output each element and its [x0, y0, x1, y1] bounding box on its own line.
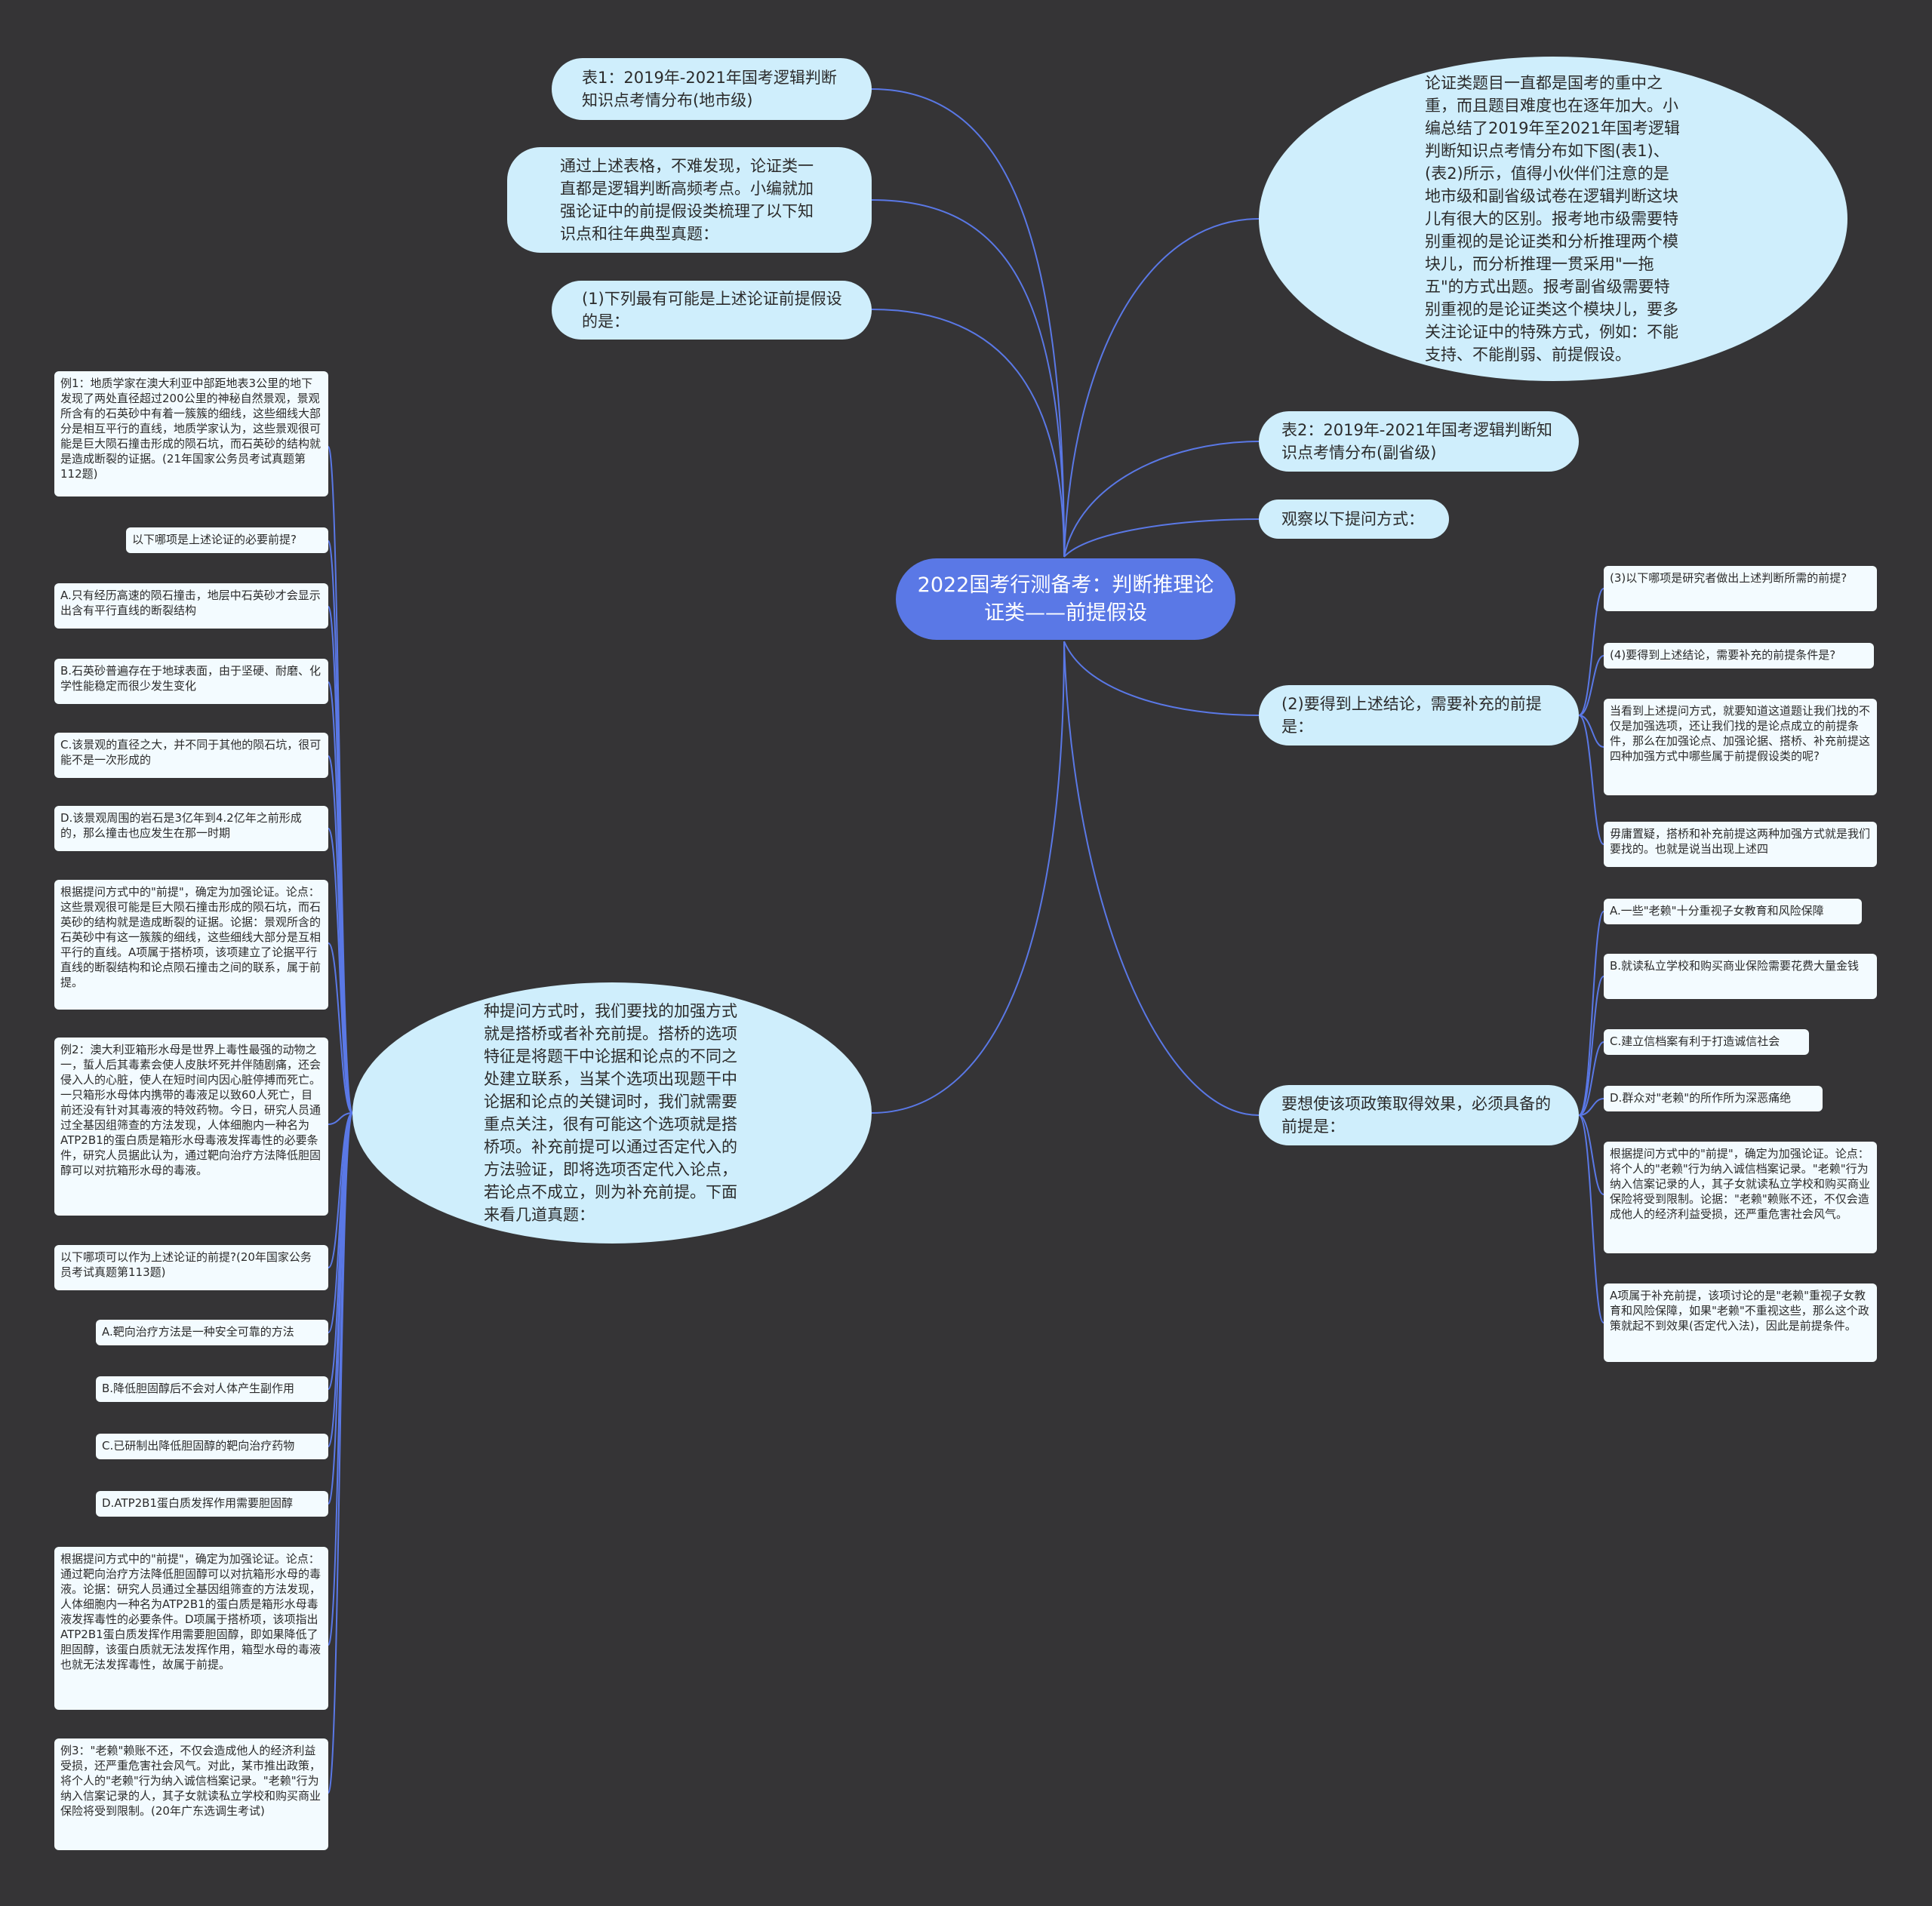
leaf-q3-answer[interactable]: A项属于补充前提，该项讨论的是"老赖"重视子女教育和风险保障，如果"老赖"不重视…	[1604, 1283, 1877, 1362]
link-r4	[1063, 641, 1260, 716]
leaf-example2-option-d[interactable]: D.ATP2B1蛋白质发挥作用需要胆固醇	[96, 1491, 328, 1517]
leaf-ask3[interactable]: (3)以下哪项是研究者做出上述判断所需的前提?	[1604, 566, 1877, 611]
link-t3	[871, 309, 1065, 558]
leaf-example1-option-b[interactable]: B.石英砂普遍存在于地球表面，由于坚硬、耐磨、化学性能稳定而很少发生变化	[54, 659, 328, 704]
topic-summary[interactable]: 通过上述表格，不难发现，论证类一直都是逻辑判断高频考点。小编就加强论证中的前提假…	[507, 147, 872, 253]
leaf-q3-option-b[interactable]: B.就读私立学校和购买商业保险需要花费大量金钱	[1604, 954, 1877, 999]
link-r5	[1063, 641, 1260, 1116]
topic-table2[interactable]: 表2：2019年-2021年国考逻辑判断知识点考情分布(副省级)	[1259, 411, 1579, 472]
leaf-example2-option-c[interactable]: C.已研制出降低胆固醇的靶向治疗药物	[96, 1434, 328, 1459]
leaf-q3-option-d[interactable]: D.群众对"老赖"的所作所为深恶痛绝	[1604, 1086, 1823, 1111]
topic-table1[interactable]: 表1：2019年-2021年国考逻辑判断知识点考情分布(地市级)	[552, 58, 872, 120]
topic-method-text: 种提问方式时，我们要找的加强方式就是搭桥或者补充前提。搭桥的选项特征是将题干中论…	[484, 1002, 737, 1224]
link-r1	[1063, 218, 1260, 558]
topic-question2[interactable]: (2)要得到上述结论，需要补充的前提是：	[1259, 685, 1579, 745]
leaf-example2-question[interactable]: 以下哪项可以作为上述论证的前提?(20年国家公务员考试真题第113题)	[54, 1245, 328, 1290]
leaf-q3-option-c[interactable]: C.建立信档案有利于打造诚信社会	[1604, 1029, 1809, 1055]
leaf-example2[interactable]: 例2：澳大利亚箱形水母是世界上毒性最强的动物之一，蜇人后其毒素会使人皮肤坏死并伴…	[54, 1038, 328, 1216]
links-left-leaves	[328, 446, 353, 1794]
leaf-example2-option-b[interactable]: B.降低胆固醇后不会对人体产生副作用	[96, 1376, 328, 1402]
leaf-example2-option-a[interactable]: A.靶向治疗方法是一种安全可靠的方法	[96, 1320, 328, 1345]
link-t1	[871, 88, 1065, 558]
link-t4	[871, 641, 1065, 1114]
topic-intro-text: 论证类题目一直都是国考的重中之重，而且题目难度也在逐年加大。小编总结了2019年…	[1425, 74, 1680, 364]
leaf-ask4[interactable]: (4)要得到上述结论，需要补充的前提条件是?	[1604, 643, 1874, 669]
leaf-q3-option-a[interactable]: A.一些"老赖"十分重视子女教育和风险保障	[1604, 899, 1862, 924]
link-t2	[871, 199, 1065, 558]
topic-intro[interactable]: 论证类题目一直都是国考的重中之重，而且题目难度也在逐年加大。小编总结了2019年…	[1259, 57, 1847, 381]
leaf-example2-analysis[interactable]: 根据提问方式中的"前提"，确定为加强论证。论点：通过靶向治疗方法降低胆固醇可以对…	[54, 1547, 328, 1710]
root-topic[interactable]: 2022国考行测备考：判断推理论证类——前提假设	[896, 558, 1235, 640]
leaf-q3-analysis[interactable]: 根据提问方式中的"前提"，确定为加强论证。论点：将个人的"老赖"行为纳入诚信档案…	[1604, 1142, 1877, 1253]
leaf-example1-analysis[interactable]: 根据提问方式中的"前提"，确定为加强论证。论点：这些景观很可能是巨大陨石撞击形成…	[54, 880, 328, 1010]
link-r2	[1063, 441, 1260, 558]
leaf-example1-option-d[interactable]: D.该景观周围的岩石是3亿年到4.2亿年之前形成的，那么撞击也应发生在那一时期	[54, 806, 328, 851]
links-right-leaves-a	[1578, 588, 1604, 845]
topic-method[interactable]: 种提问方式时，我们要找的加强方式就是搭桥或者补充前提。搭桥的选项特征是将题干中论…	[352, 982, 872, 1244]
topic-observe[interactable]: 观察以下提问方式：	[1259, 500, 1449, 539]
leaf-example1[interactable]: 例1：地质学家在澳大利亚中部距地表3公里的地下发现了两处直径超过200公里的神秘…	[54, 371, 328, 496]
topic-question1[interactable]: (1)下列最有可能是上述论证前提假设的是：	[552, 281, 872, 340]
leaf-ask-conclusion[interactable]: 毋庸置疑，搭桥和补充前提这两种加强方式就是我们要找的。也就是说当出现上述四	[1604, 822, 1877, 867]
link-r3	[1063, 518, 1260, 558]
leaf-example1-option-c[interactable]: C.该景观的直径之大，并不同于其他的陨石坑，很可能不是一次形成的	[54, 733, 328, 778]
leaf-ask-explain[interactable]: 当看到上述提问方式，就要知道这道题让我们找的不仅是加强选项，还让我们找的是论点成…	[1604, 699, 1877, 795]
leaf-example1-option-a[interactable]: A.只有经历高速的陨石撞击，地层中石英砂才会显示出含有平行直线的断裂结构	[54, 583, 328, 629]
topic-question3[interactable]: 要想使该项政策取得效果，必须具备的前提是：	[1259, 1085, 1579, 1145]
links-right-leaves-b	[1578, 911, 1604, 1323]
leaf-example1-question[interactable]: 以下哪项是上述论证的必要前提?	[126, 527, 328, 553]
leaf-example3[interactable]: 例3："老赖"赖账不还，不仅会造成他人的经济利益受损，还严重危害社会风气。对此，…	[54, 1738, 328, 1850]
